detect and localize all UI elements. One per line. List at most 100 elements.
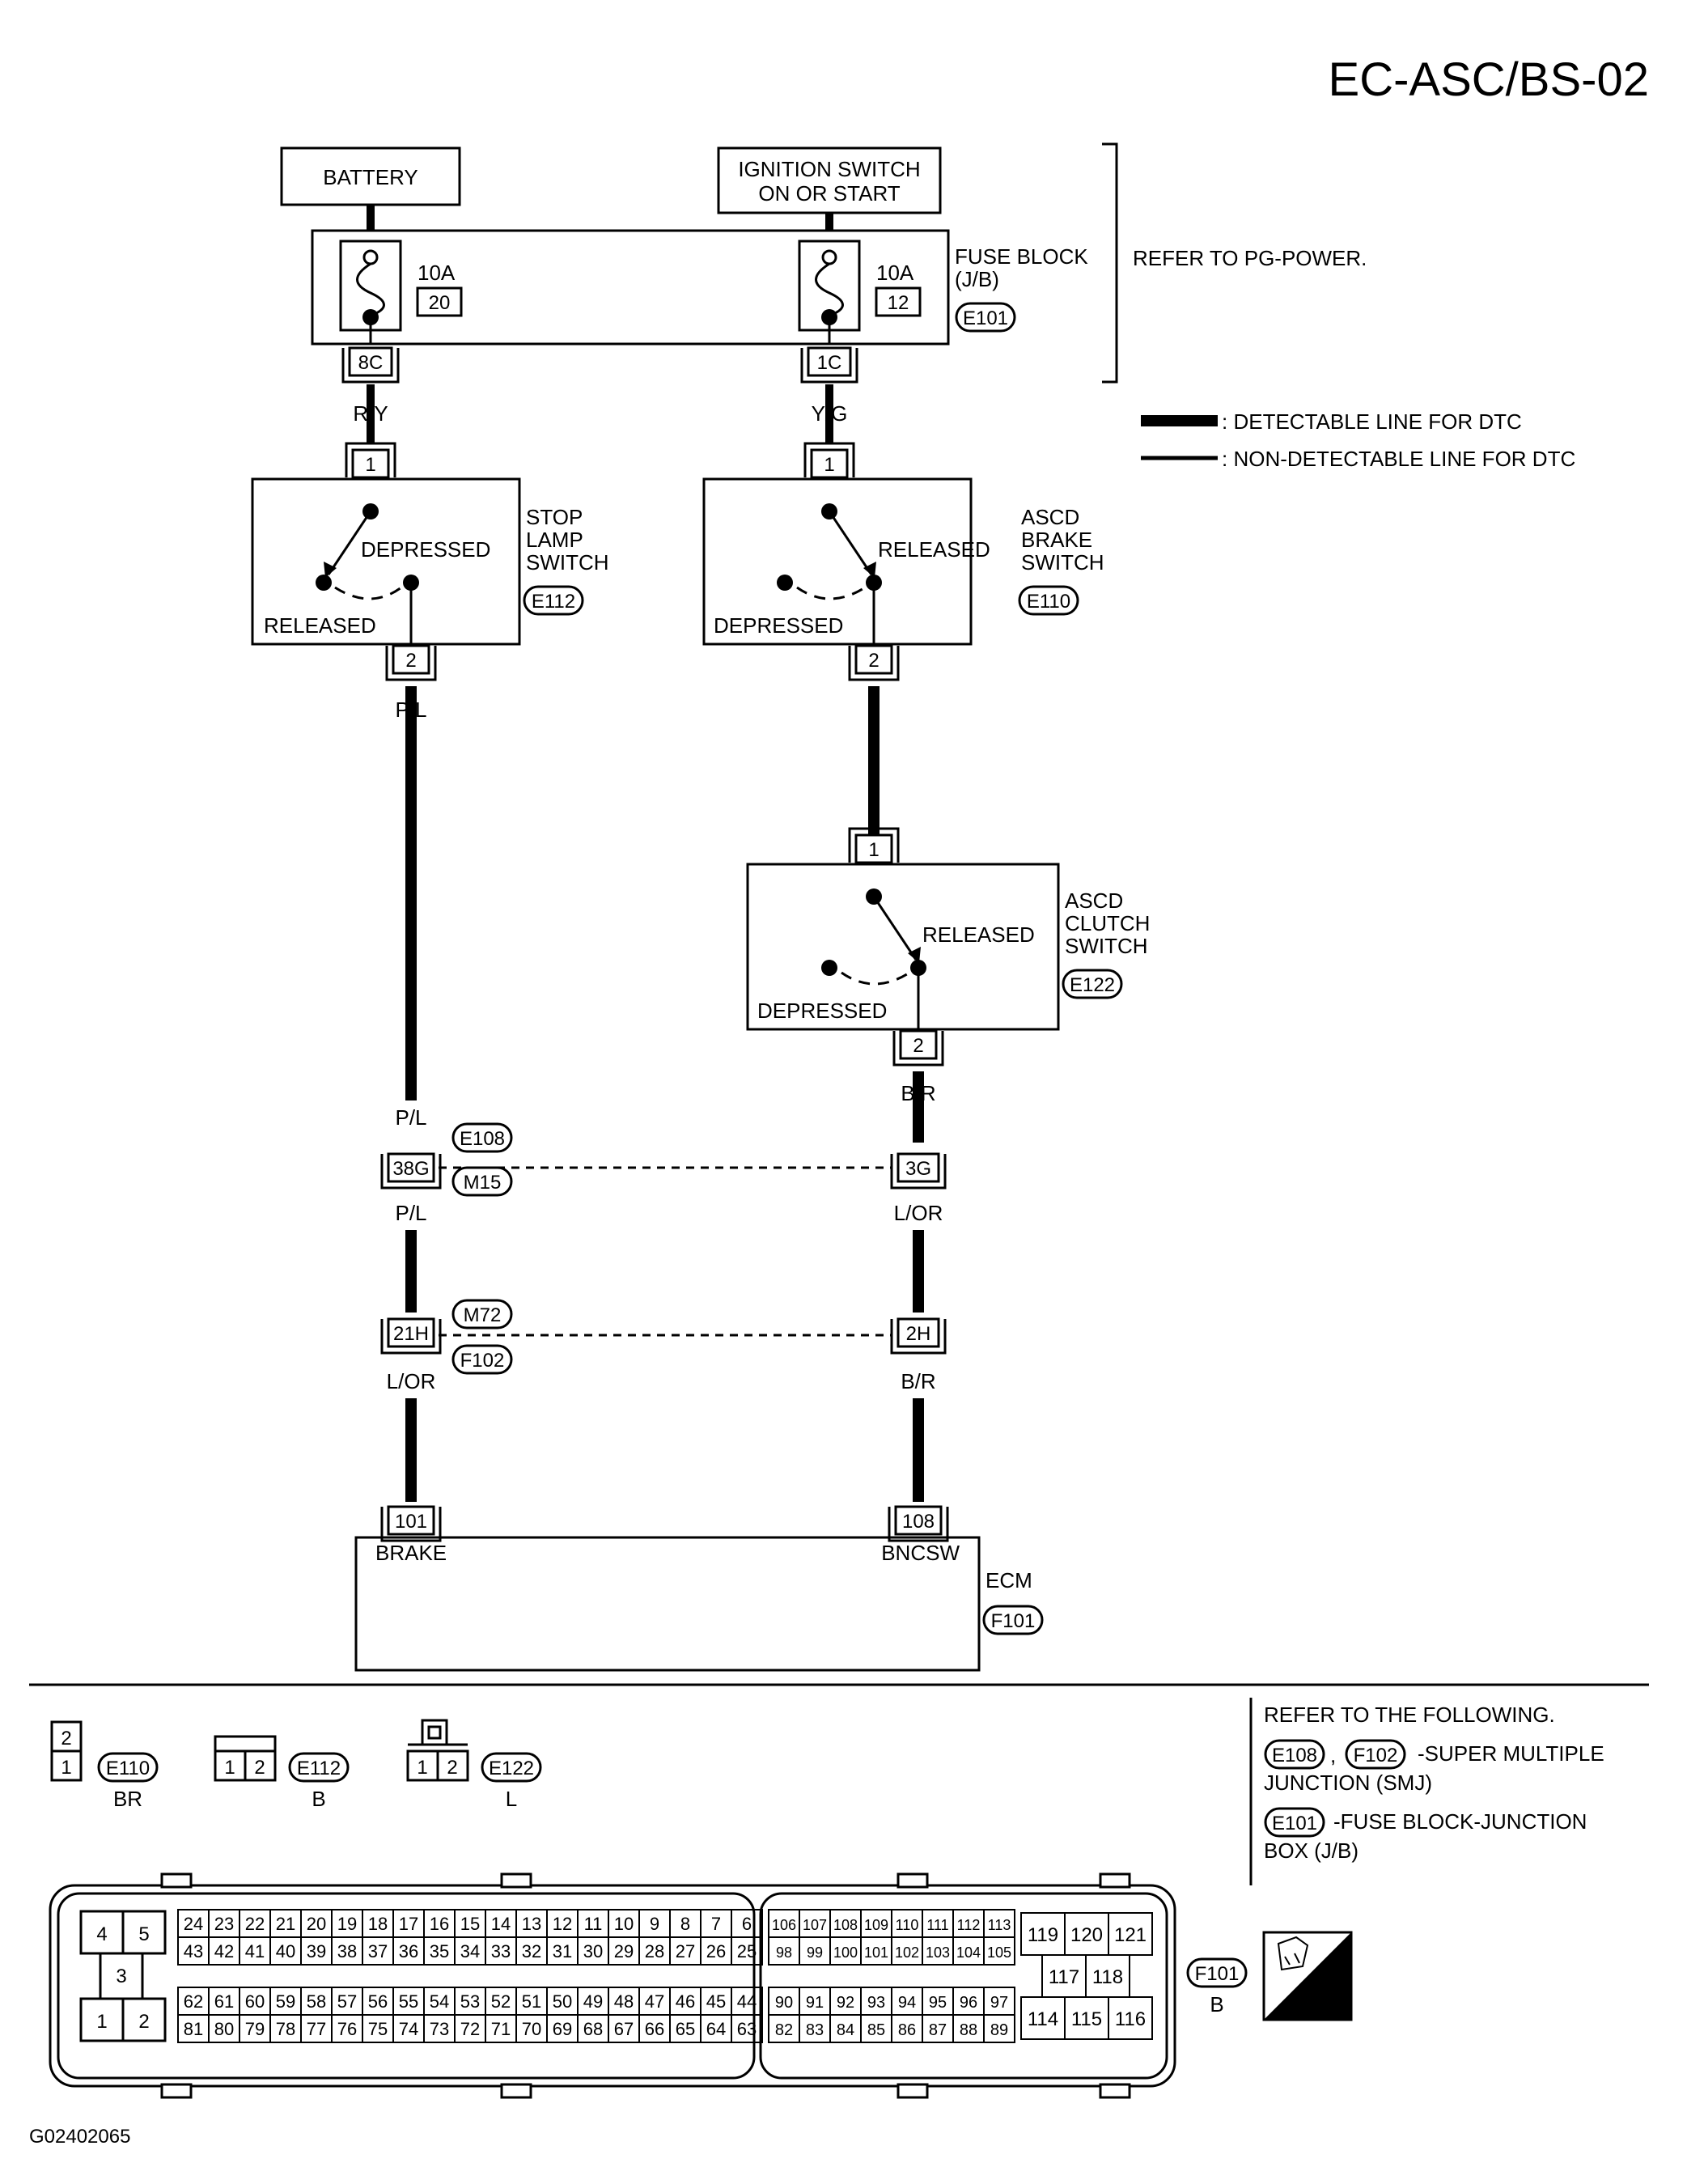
f101-row3-pin-49: 49	[583, 1991, 603, 2012]
ascd-brake-switch-name-2: BRAKE	[1021, 528, 1092, 552]
f101-row3-pin-53: 53	[460, 1991, 480, 2012]
f101-row3-pin-56: 56	[368, 1991, 388, 2012]
f101-row1-pin-9: 9	[650, 1914, 659, 1934]
stop-lamp-switch-name-3: SWITCH	[526, 550, 609, 575]
j1-left-pin-box	[387, 1152, 435, 1183]
f101-row5-pin-109: 109	[864, 1917, 888, 1933]
fuse-block-label-1: FUSE BLOCK	[955, 244, 1088, 269]
e110-conn: E110	[106, 1758, 150, 1779]
f101-row3-pin-54: 54	[430, 1991, 449, 2012]
f101-row1-pin-23: 23	[214, 1914, 234, 1934]
f101-row2-pin-36: 36	[399, 1941, 418, 1961]
f101-row1-pin-17: 17	[399, 1914, 418, 1934]
f101-row2-pin-40: 40	[276, 1941, 295, 1961]
f101-pin-2: 2	[138, 2011, 149, 2033]
f101-row1-pin-7: 7	[711, 1914, 721, 1934]
battery-label: BATTERY	[323, 165, 418, 189]
f101-pin-3: 3	[116, 1966, 126, 1987]
fuse-2-amps: 10A	[876, 261, 914, 285]
refer-smj-text-1: -SUPER MULTIPLE	[1418, 1741, 1604, 1766]
f101-shell-left	[57, 1892, 756, 2080]
f101-row6-pin-100: 100	[833, 1944, 858, 1961]
ecm-pin-bncsw-box	[894, 1505, 943, 1536]
f101-bottom-latch-0	[160, 2083, 193, 2099]
wire-b-r-upper-label: B/R	[901, 1081, 935, 1105]
j2-left-wire-below: L/OR	[387, 1369, 436, 1393]
legend-non-detectable-text: : NON-DETECTABLE LINE FOR DTC	[1222, 447, 1575, 471]
f101-row2-pin-26: 26	[706, 1941, 726, 1961]
f101-pin-c-2: 121	[1114, 1924, 1147, 1946]
j2-right-pin-bracket	[890, 1319, 947, 1355]
ascd-clutch-switch-state-b: DEPRESSED	[757, 999, 887, 1023]
f101-row6-pin-103: 103	[926, 1944, 950, 1961]
f101-row4-pin-77: 77	[307, 2019, 326, 2039]
f101-top-latch-2	[896, 1872, 929, 1889]
ecm-name: ECM	[985, 1568, 1032, 1592]
f101-row4-cell-18	[731, 2014, 763, 2043]
f101-row1-pin-6: 6	[742, 1914, 752, 1934]
f101-row5-pin-110: 110	[896, 1917, 919, 1933]
fuse-2-number: 12	[888, 292, 909, 314]
refer-smj-text-2: JUNCTION (SMJ)	[1264, 1771, 1432, 1795]
f101-row5-pin-108: 108	[833, 1917, 858, 1933]
stop-lamp-switch-arm	[327, 511, 372, 575]
f101-row3-pin-55: 55	[399, 1991, 418, 2012]
refer-smj-conn-1-outline	[1264, 1739, 1325, 1770]
f101-row2-pin-32: 32	[522, 1941, 541, 1961]
fuse-block-conn: E101	[963, 307, 1008, 329]
f101-cell-5	[121, 1910, 167, 1955]
refer-smj-conn-1: E108	[1272, 1745, 1317, 1766]
f101-row8-cell-7	[983, 2014, 1015, 2043]
f101-pin-c-5: 114	[1028, 2008, 1058, 2030]
refer-jb-conn: E101	[1272, 1813, 1317, 1834]
fuse-1-amps: 10A	[418, 261, 456, 285]
ascd-brake-switch-arrow	[863, 562, 876, 578]
e122-color: L	[506, 1787, 517, 1811]
ecm-pin-bncsw-bracket	[888, 1507, 949, 1542]
fuse-1-element	[356, 262, 385, 317]
ecm-pin-brake-box	[387, 1505, 435, 1536]
f101-pin-1: 1	[96, 2011, 107, 2033]
ascd-clutch-switch-contact-b	[821, 960, 837, 976]
refer-smj-sep: ,	[1330, 1743, 1336, 1767]
fuse-2-terminal-bracket	[800, 348, 858, 384]
f101-row3-pin-61: 61	[214, 1991, 234, 2012]
f101-row2-pin-27: 27	[676, 1941, 695, 1961]
f101-row3-pin-45: 45	[706, 1991, 726, 2012]
j1-right-wire-below: L/OR	[894, 1201, 943, 1225]
stop-lamp-switch-conn: E112	[532, 591, 575, 613]
ascd-brake-switch-contact-b	[777, 575, 793, 591]
e112-conn-outline	[288, 1752, 350, 1783]
ignition-label-2: ON OR START	[758, 181, 900, 206]
f101-row1-pin-8: 8	[680, 1914, 690, 1934]
f101-row2-pin-37: 37	[368, 1941, 388, 1961]
ascd-brake-switch-state-a: RELEASED	[878, 537, 990, 562]
j1-left-wire-below: P/L	[395, 1201, 426, 1225]
e110-conn-outline	[97, 1752, 159, 1783]
f101-row6-pin-101: 101	[864, 1944, 888, 1961]
power-refer-note: REFER TO PG-POWER.	[1133, 246, 1367, 270]
e110-pin-2: 2	[61, 1728, 71, 1749]
f101-top-latch-1	[500, 1872, 532, 1889]
j1-left-pin: 38G	[392, 1158, 429, 1180]
f101-row1-pin-21: 21	[276, 1914, 295, 1934]
j2-right-pin-box	[896, 1317, 940, 1348]
fuse-1-terminal-bracket	[341, 348, 400, 384]
fuse-block-conn-outline	[955, 302, 1016, 333]
f101-row8-pin-87: 87	[929, 2021, 947, 2039]
f101-row2-pin-30: 30	[583, 1941, 603, 1961]
f101-row4-pin-72: 72	[460, 2019, 480, 2039]
refer-jb-conn-outline	[1264, 1807, 1325, 1838]
f101-row1-pin-12: 12	[553, 1914, 572, 1934]
j1-left-pin-bracket	[380, 1154, 442, 1190]
f101-row5-pin-111: 111	[926, 1917, 948, 1933]
f101-row1-pin-13: 13	[522, 1914, 541, 1934]
f101-row7-pin-90: 90	[775, 1994, 793, 2012]
f101-row1-pin-10: 10	[614, 1914, 634, 1934]
f101-row1-pin-20: 20	[307, 1914, 326, 1934]
hs-badge-triangle	[1264, 1932, 1351, 2020]
f101-row3-pin-60: 60	[245, 1991, 265, 2012]
fuse-2-number-box	[875, 286, 922, 317]
f101-pin-4: 4	[96, 1923, 107, 1945]
